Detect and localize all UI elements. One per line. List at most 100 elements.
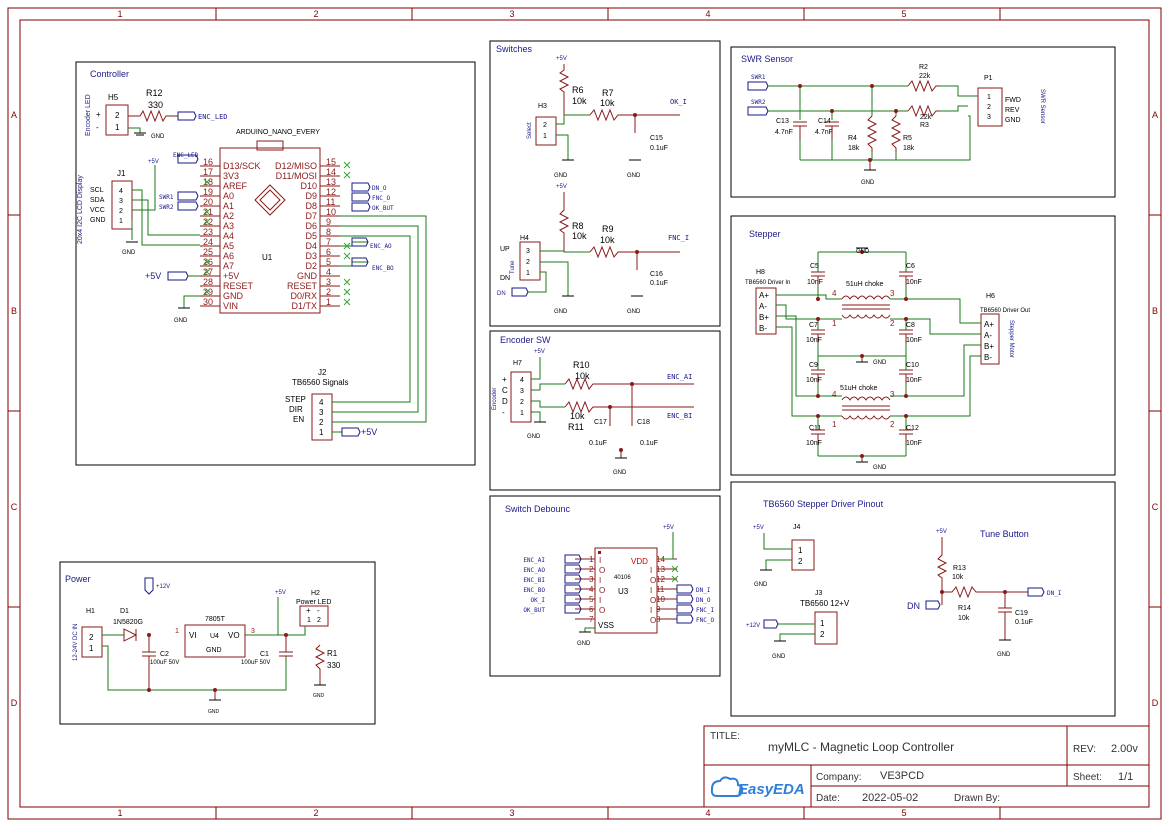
choke-pin: 2 [890,319,895,328]
section-titles: Controller Switches Encoder SW Switch De… [65,44,1029,584]
h8-label: B- [759,324,767,333]
stepper-title: Stepper [749,229,781,239]
stepper-section: H8 TB6560 Driver In A+ A- B+ B- H6 TB656… [745,247,1030,471]
j2-label: EN [293,415,304,424]
j3-title: TB6560 12+V [800,599,850,608]
dn-i-flag [1027,587,1045,597]
gnd-label: GND [627,309,641,315]
choke-pin: 1 [832,420,837,429]
c15-value: 0.1uF [650,145,668,152]
j2-pin: 3 [319,408,324,417]
gnd-label: GND [174,318,188,324]
stepper-cap-value: 10nF [906,440,922,447]
u1-pin-num: 11 [326,197,335,207]
c16-ref: C16 [650,271,663,278]
u3-left-net: OK_BUT [523,607,545,614]
net-flag [564,604,582,614]
gnd-label: GND [208,709,220,715]
u3-pin-io: O [650,616,656,625]
u1-pin-num: 12 [326,187,336,197]
stepper-cap-ref: C11 [809,425,821,432]
gnd-label: GND [313,693,325,699]
r3-value: 22k [920,114,932,121]
section-frames [59,40,1116,725]
u1-pin-num: 25 [203,247,213,257]
h5-ref: H5 [108,93,119,102]
u3-pin-num: 4 [589,585,594,594]
r6-resistor [558,64,570,115]
u3-right-net: DN_I [696,587,711,594]
u1-pin-name: D13/SCK [223,161,261,171]
u3-pin-num: 5 [589,595,594,604]
u1-pin-name: +5V [223,271,239,281]
j1-pin: 3 [119,198,123,205]
u3-part: 40106 [614,575,631,581]
switches-frame [489,40,721,327]
r4-value: 18k [848,145,860,152]
col-label: 2 [313,9,318,19]
u1-pin-num: 30 [203,297,213,307]
r7-ref: R7 [602,88,614,98]
r12-value: 330 [148,100,163,110]
u1-pin-name: D3 [305,251,317,261]
pinout-section: +5V J4 1 2 GND J3 TB6560 12+V 1 2 +12V G… [746,524,850,660]
net-flag [676,584,694,594]
u3-pin-num: 1 [589,555,594,564]
sheet-border [7,7,1162,820]
c10-capacitor [899,369,913,383]
row-label: C [11,502,18,512]
u3-pin-num: 12 [656,575,665,584]
net-swr1: SWR1 [159,194,174,201]
net-flag [564,594,582,604]
r11-value: 10k [570,411,585,421]
net-plus5v: +5V [145,271,161,281]
j1-pin: 2 [119,208,123,215]
h8-title: TB6560 Driver In [745,280,790,286]
r12-resistor [128,109,178,123]
r4-resistor [866,115,878,152]
company-label: Company: [816,772,862,783]
u1-pin-num: 20 [203,197,213,207]
j2-plus5v-flag [341,427,361,437]
r13-resistor [936,537,948,605]
u1-pin-num: 19 [203,187,213,197]
stepper-cap-value: 10nF [807,279,823,286]
h7-label: D [502,397,508,406]
h3-ref: H3 [538,103,547,110]
j1-label: VCC [90,207,105,214]
c9-capacitor [811,369,825,383]
h8-label: A- [759,302,767,311]
tune-section: +5V R13 10k DN R14 10k C19 0.1uF GND DN_… [907,529,1062,658]
r14-resistor [942,585,1028,599]
ok-i-net: OK_I [670,98,687,106]
u3-pin-num: 6 [589,605,594,614]
u1-usb [256,140,284,151]
swr1-flag [747,81,769,91]
j1-pin: 4 [119,188,123,195]
u3-left-net: ENC_AI [523,557,545,564]
p1-label: REV [1005,107,1020,114]
c16-value: 0.1uF [650,280,668,287]
u1-pin-num: 13 [326,177,336,187]
r2-resistor [907,79,940,93]
h7-pin: 2 [520,399,524,406]
u3-pin-num: 8 [656,615,661,624]
net-flag [676,594,694,604]
u4-gnd: GND [206,647,222,654]
r1-ref: R1 [327,649,338,658]
date-value: 2022-05-02 [862,792,918,804]
r10-ref: R10 [573,360,590,370]
j1-ref: J1 [117,169,126,178]
col-label: 4 [705,808,710,818]
c6-capacitor [899,271,913,285]
u1-pin-num: 16 [203,157,213,167]
h2-plus: + [306,606,311,615]
vcc-net: +5V [936,529,947,535]
u4-pin: 1 [175,628,179,635]
swr2-net: SWR2 [751,99,766,106]
c14-capacitor [825,121,839,140]
stepper-cap-ref: C9 [809,362,818,369]
u1-pin-name: D9 [305,191,317,201]
u1-pin-name: RESET [287,281,318,291]
h5-gnd-wire [128,127,141,133]
